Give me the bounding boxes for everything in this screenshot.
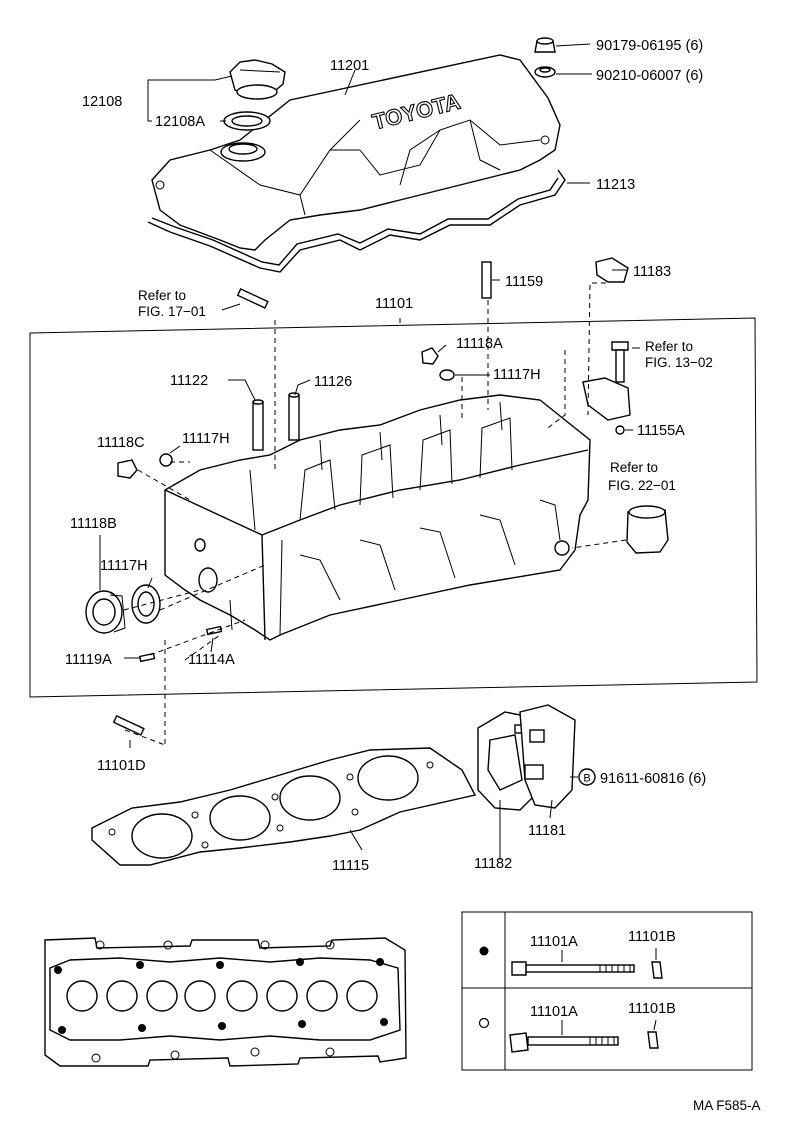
plug-11159: [481, 261, 492, 299]
plug-11118C: [117, 459, 138, 479]
head-gasket: [91, 747, 477, 866]
label-90210-06007: 90210-06007 (6): [596, 68, 703, 84]
label-11101B-2: 11101B: [628, 1001, 676, 1017]
sensor-fig22: [626, 505, 669, 554]
ref-fig17-fig: FIG. 17−01: [138, 304, 206, 319]
pin-11119A: [138, 652, 156, 663]
oil-filler-cap: [229, 59, 286, 100]
marker-b: B: [583, 773, 590, 785]
label-11155A: 11155A: [637, 423, 685, 439]
valve-cover: TOYOTA: [151, 54, 561, 251]
label-11181: 11181: [528, 823, 566, 839]
label-90179-06195: 90179-06195 (6): [596, 38, 703, 54]
label-91611-60816: 91611-60816 (6): [600, 771, 706, 787]
label-11126: 11126: [314, 374, 352, 390]
plate-11181: [519, 704, 576, 809]
circled-b-icon: B: [578, 768, 596, 786]
label-11117H-top: 11117H: [493, 367, 541, 383]
cover-gasket: [147, 169, 566, 273]
ref-fig13-fig: FIG. 13−02: [645, 355, 713, 370]
valve-guide-11126: [288, 392, 300, 441]
label-11118A: 11118A: [456, 336, 503, 352]
bolt-table: [461, 911, 753, 1071]
label-11117H-plug: 11117H: [100, 558, 148, 574]
label-11201: 11201: [330, 58, 369, 74]
label-11213: 11213: [596, 177, 635, 193]
plug-11118B: [85, 590, 126, 634]
hollow-dot-icon: [478, 1017, 490, 1029]
pin-11114A: [205, 625, 223, 636]
cylinder-head: [164, 394, 591, 641]
cover-grommet-90210: [534, 66, 556, 78]
cylinder-head-box: [29, 317, 758, 698]
label-11101A-2: 11101A: [530, 1004, 578, 1020]
label-11101D: 11101D: [97, 758, 146, 774]
label-11101B-1: 11101B: [628, 929, 676, 945]
label-11101: 11101: [375, 296, 413, 312]
label-11119A: 11119A: [65, 652, 112, 668]
label-11159: 11159: [505, 274, 543, 290]
cover-bolt-90179: [534, 37, 556, 53]
bracket-11155A: [582, 377, 631, 435]
stud-fig17: [236, 288, 269, 309]
label-11183: 11183: [633, 264, 671, 280]
label-11118B: 11118B: [70, 516, 117, 532]
plug-11118A: [421, 347, 439, 365]
ref-fig17-refer: Refer to: [138, 288, 186, 303]
label-12108: 12108: [82, 94, 122, 110]
stud-11101D: [112, 715, 145, 736]
diagram-code: MA F585-A: [693, 1098, 761, 1113]
label-11115: 11115: [332, 858, 369, 874]
label-11182: 11182: [474, 856, 512, 872]
label-11118C: 11118C: [97, 435, 145, 451]
ref-fig13-refer: Refer to: [645, 339, 693, 354]
filler-cap-gasket: [223, 111, 271, 131]
ref-fig22-refer: Refer to: [610, 460, 658, 475]
head-top-view: [44, 937, 407, 1067]
gasket-11117H-left: [159, 453, 173, 467]
label-11117H-left: 11117H: [182, 431, 230, 447]
filled-dot-icon: [479, 946, 489, 956]
ref-fig22-fig: FIG. 22−01: [608, 478, 676, 493]
label-11122: 11122: [170, 373, 208, 389]
label-11101A-1: 11101A: [530, 934, 578, 950]
bolt-fig13: [611, 341, 629, 383]
label-12108A: 12108A: [155, 114, 205, 130]
valve-guide-11122: [252, 399, 264, 451]
gasket-11117H-top: [439, 369, 455, 381]
label-11114A: 11114A: [188, 652, 235, 668]
